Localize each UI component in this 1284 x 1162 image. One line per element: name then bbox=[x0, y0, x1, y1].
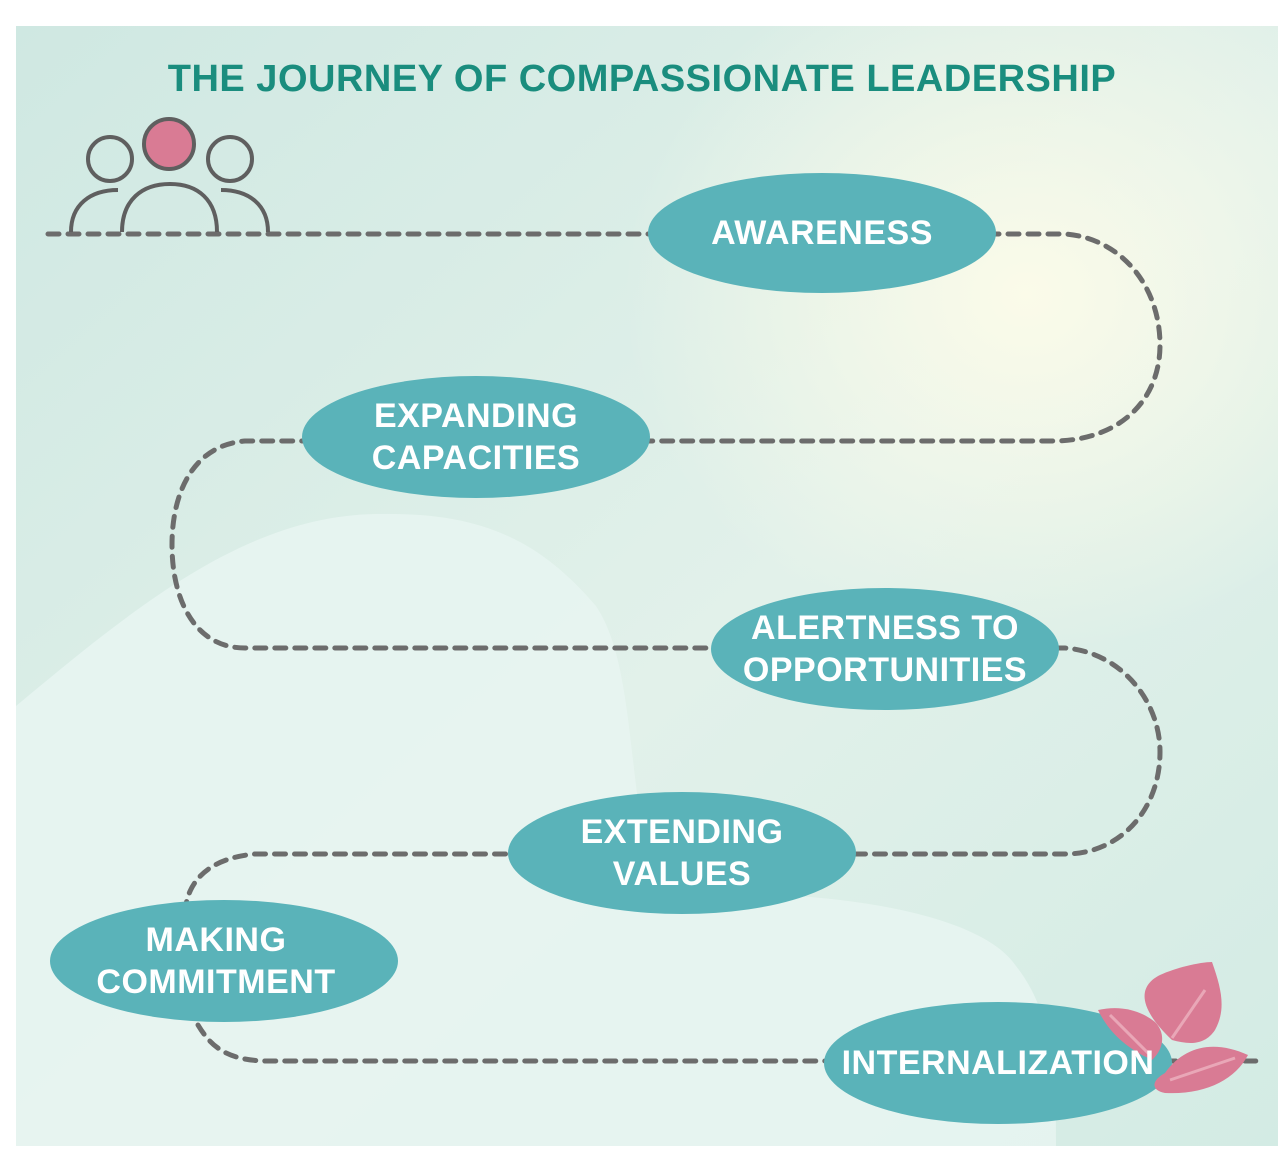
stage-ellipse-expanding-capacities bbox=[302, 376, 650, 498]
people-group-icon bbox=[69, 117, 270, 233]
stage-label-extending-values: EXTENDING VALUES bbox=[580, 813, 784, 893]
stage-label-alertness-to-opportunities: ALERTNESS TO OPPORTUNITIES bbox=[742, 609, 1028, 689]
stage-ellipse-extending-values bbox=[508, 792, 856, 914]
stage-ellipse-alertness-to-opportunities bbox=[711, 588, 1059, 710]
stage-label-awareness: AWARENESS bbox=[711, 214, 933, 252]
stage-ellipse-awareness bbox=[648, 173, 996, 293]
stage-ellipse-making-commitment bbox=[50, 900, 398, 1022]
stage-nodes bbox=[50, 173, 1172, 1124]
stage-ellipse-internalization bbox=[824, 1002, 1172, 1124]
stage-label-making-commitment: MAKING COMMITMENT bbox=[96, 921, 336, 1001]
leaves-icon bbox=[1098, 962, 1248, 1094]
stage-label-expanding-capacities: EXPANDING CAPACITIES bbox=[371, 397, 581, 477]
stage-label-internalization: INTERNALIZATION bbox=[841, 1044, 1155, 1082]
page-title: THE JOURNEY OF COMPASSIONATE LEADERSHIP bbox=[167, 58, 1117, 100]
journey-path bbox=[45, 231, 1263, 1064]
